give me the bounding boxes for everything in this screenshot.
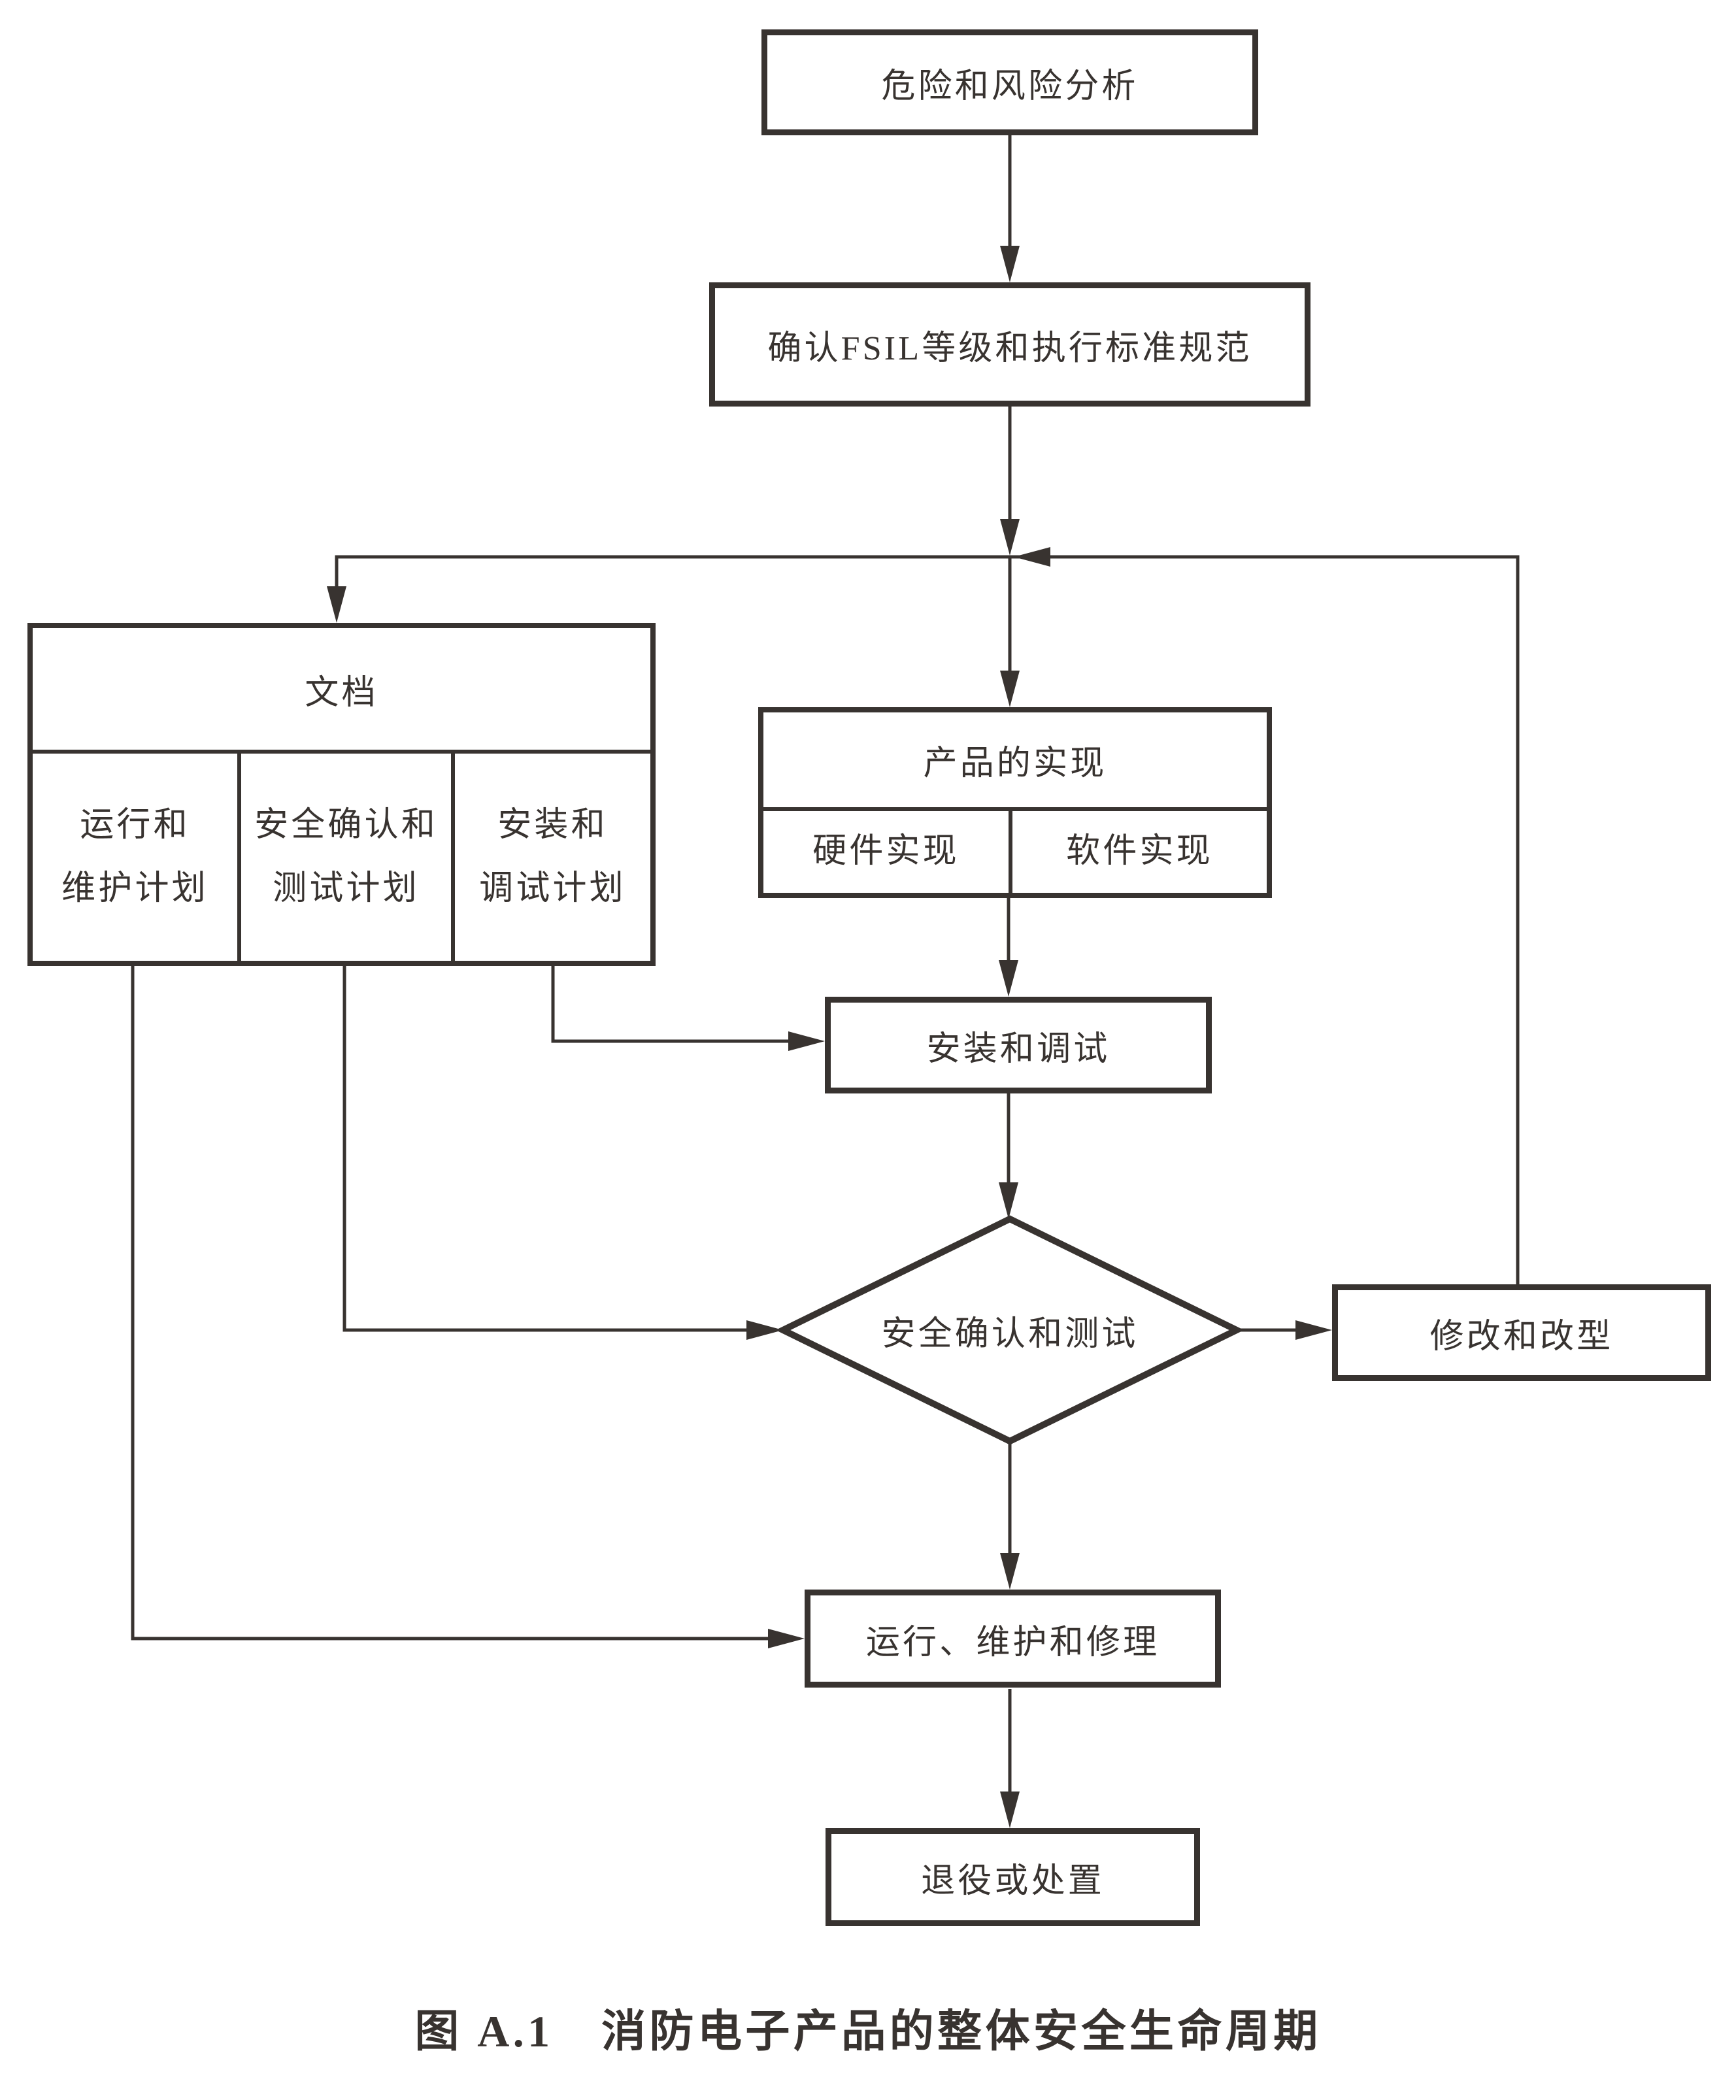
decision-diamond-shape — [775, 1215, 1244, 1445]
arrow-test-plan-to-diamond — [342, 966, 783, 1340]
arrow-install-to-diamond — [999, 1093, 1018, 1219]
box-confirm-fsil-level-label: 确认FSIL等级和执行标准规范 — [767, 329, 1252, 367]
box-install-commission-label: 安装和调试 — [926, 1030, 1110, 1068]
decision-safety-validation-test-label: 安全确认和测试 — [881, 1315, 1139, 1353]
software-realization-label: 软件实现 — [1066, 833, 1213, 871]
documentation-title: 文档 — [305, 674, 378, 712]
safety-validation-test-plan-line2: 测试计划 — [273, 869, 420, 907]
arrow-maintain-plan-to-operate — [131, 966, 805, 1648]
figure-caption-text: 图 A.1 消防电子产品的整体安全生命周期 — [414, 2007, 1322, 2056]
box-install-commission: 安装和调试 — [825, 997, 1212, 1093]
operation-maintenance-plan-line2: 维护计划 — [61, 869, 209, 907]
arrow-junction-to-product — [1000, 557, 1020, 707]
arrow-product-to-install — [999, 898, 1018, 997]
arrow-diamond-to-modify — [1237, 1320, 1332, 1340]
safety-validation-test-plan-line1: 安全确认和 — [254, 807, 438, 844]
arrow-operate-to-retire — [1000, 1689, 1020, 1828]
box-retire-dispose-label: 退役或处置 — [921, 1862, 1105, 1900]
product-realization-header: 产品的实现 — [763, 712, 1267, 811]
box-documentation: 文档 运行和 维护计划 安全确认和 测试计划 安装和 调试计划 — [27, 623, 656, 966]
cell-install-commission-plan: 安装和 调试计划 — [451, 754, 650, 961]
box-product-realization: 产品的实现 硬件实现 软件实现 — [758, 707, 1272, 898]
product-realization-row: 硬件实现 软件实现 — [763, 811, 1267, 893]
cell-software-realization: 软件实现 — [1009, 811, 1267, 893]
documentation-plans-row: 运行和 维护计划 安全确认和 测试计划 安装和 调试计划 — [33, 754, 650, 961]
operation-maintenance-plan-line1: 运行和 — [80, 807, 190, 844]
box-operate-maintain-repair-label: 运行、维护和修理 — [865, 1624, 1160, 1661]
figure-caption: 图 A.1 消防电子产品的整体安全生命周期 — [0, 1995, 1736, 2059]
arrow-confirm-to-junction — [1000, 407, 1020, 556]
hardware-realization-label: 硬件实现 — [812, 833, 960, 871]
arrow-hazard-to-confirm — [1000, 135, 1020, 282]
feedback-loop-line — [327, 547, 1520, 1284]
cell-safety-validation-test-plan: 安全确认和 测试计划 — [237, 754, 451, 961]
arrow-diamond-to-operate — [1000, 1441, 1020, 1590]
documentation-header: 文档 — [33, 628, 650, 754]
box-confirm-fsil-level: 确认FSIL等级和执行标准规范 — [709, 282, 1310, 407]
box-hazard-risk-analysis: 危险和风险分析 — [761, 29, 1258, 135]
decision-safety-validation-test: 安全确认和测试 — [814, 1297, 1206, 1363]
box-retire-dispose: 退役或处置 — [826, 1828, 1200, 1926]
box-hazard-risk-analysis-label: 危险和风险分析 — [881, 67, 1139, 105]
box-modify-retrofit-label: 修改和改型 — [1429, 1318, 1614, 1356]
arrow-install-plan-to-install — [551, 966, 825, 1051]
cell-operation-maintenance-plan: 运行和 维护计划 — [33, 754, 237, 961]
cell-hardware-realization: 硬件实现 — [763, 811, 1009, 893]
box-modify-retrofit: 修改和改型 — [1332, 1284, 1711, 1381]
box-operate-maintain-repair: 运行、维护和修理 — [805, 1590, 1221, 1688]
product-realization-title: 产品的实现 — [923, 745, 1107, 782]
install-commission-plan-line1: 安装和 — [497, 807, 608, 844]
install-commission-plan-line2: 调试计划 — [479, 869, 626, 907]
